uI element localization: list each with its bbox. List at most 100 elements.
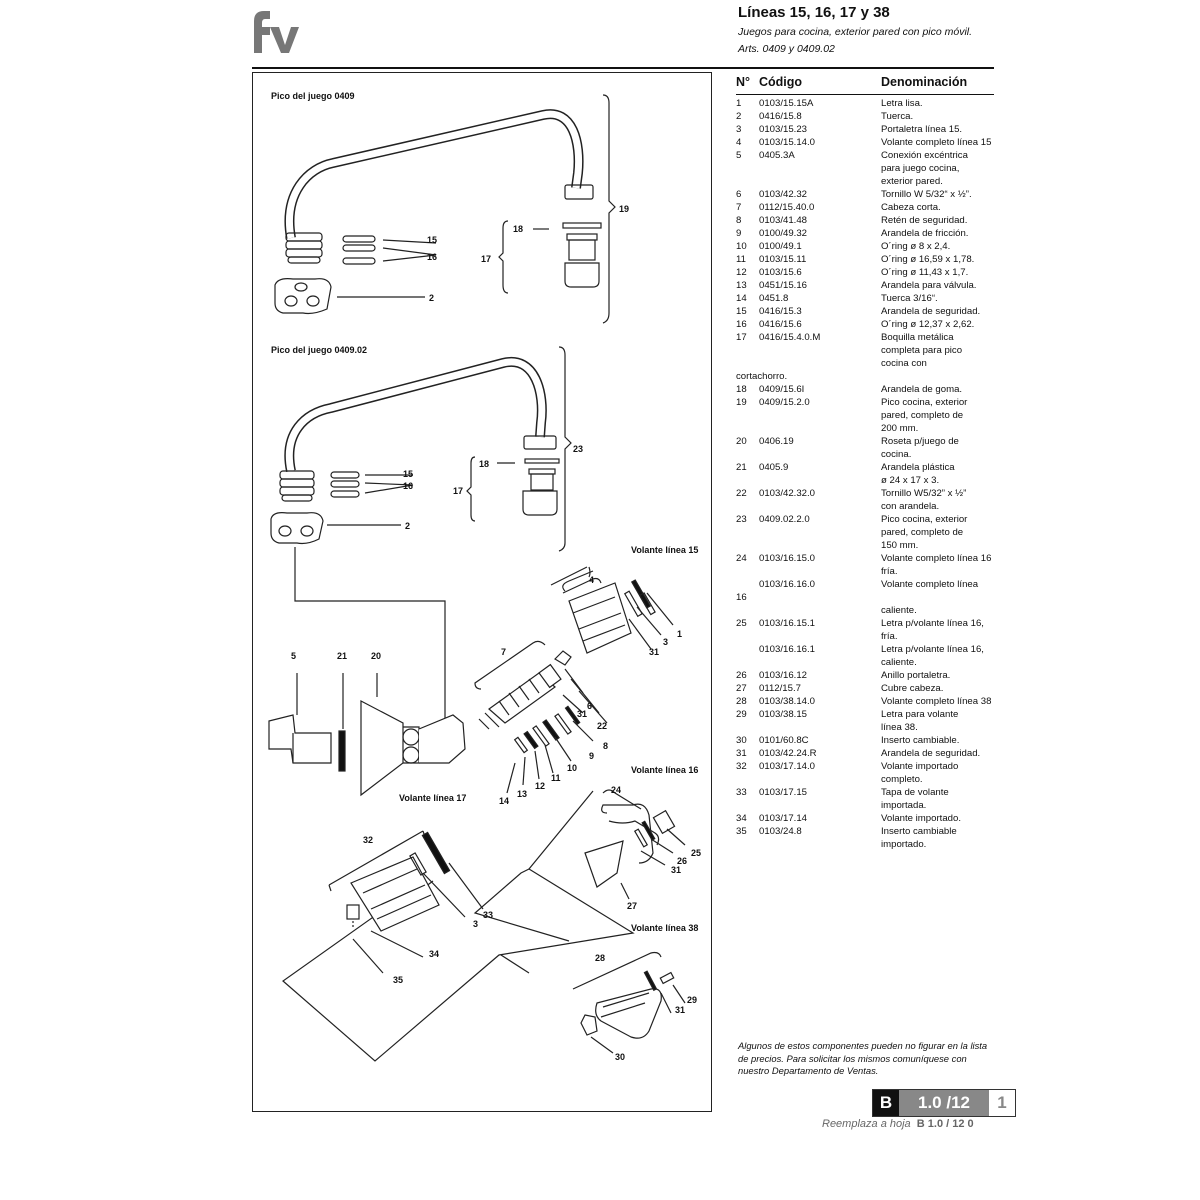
handle-15-box bbox=[568, 582, 632, 654]
cell-n: 13 bbox=[736, 280, 747, 291]
spout-collar bbox=[285, 232, 323, 264]
page-index: 1 bbox=[989, 1090, 1015, 1116]
cell-code: 0103/15.6 bbox=[759, 267, 802, 278]
callout-21: 21 bbox=[337, 651, 347, 661]
callout-28: 28 bbox=[595, 953, 605, 963]
diagram-drawing: Pico del juego 0409 Pico del juego 0409.… bbox=[268, 91, 701, 1062]
page-letter: B bbox=[873, 1090, 899, 1116]
cell-name: fría. bbox=[881, 631, 898, 642]
cell-name: Arandela para válvula. bbox=[881, 280, 977, 291]
spout-0409 bbox=[284, 109, 584, 239]
cell-name: Arandela de goma. bbox=[881, 384, 963, 395]
cell-code: 0103/42.32.0 bbox=[759, 488, 816, 499]
replaces-value: B 1.0 / 12 0 bbox=[916, 1118, 974, 1130]
cell-code: 0409.02.2.0 bbox=[759, 514, 810, 525]
callout-3: 3 bbox=[473, 919, 478, 929]
cell-name: Letra p/volante línea 16, bbox=[881, 644, 984, 655]
callout-23: 23 bbox=[573, 444, 583, 454]
cell-name: Arandela de fricción. bbox=[881, 228, 969, 239]
callout-13: 13 bbox=[517, 789, 527, 799]
cell-name: Retén de seguridad. bbox=[881, 215, 968, 226]
cell-code: 0103/15.14.0 bbox=[759, 137, 816, 148]
cell-n: cortachorro. bbox=[736, 371, 788, 382]
callout-17: 17 bbox=[481, 254, 491, 264]
cell-n: 35 bbox=[736, 826, 747, 837]
cell-name: Boquilla metálica bbox=[881, 332, 954, 343]
cell-n: 28 bbox=[736, 696, 747, 707]
cell-name: pared, completo de bbox=[881, 527, 964, 538]
callout-7: 7 bbox=[501, 647, 506, 657]
section-pico-040902: Pico del juego 0409.02 bbox=[271, 345, 367, 355]
cell-code: 0103/15.23 bbox=[759, 124, 808, 135]
cell-n: 6 bbox=[736, 189, 742, 200]
cell-code: 0409/15.2.0 bbox=[759, 397, 810, 408]
cell-code: 0103/42.32 bbox=[759, 189, 808, 200]
cell-name: para juego cocina, bbox=[881, 163, 960, 174]
cell-code: 0103/42.24.R bbox=[759, 748, 817, 759]
cell-n: 26 bbox=[736, 670, 747, 681]
callout-12: 12 bbox=[535, 781, 545, 791]
callout-5: 5 bbox=[291, 651, 296, 661]
cell-n: 22 bbox=[736, 488, 747, 499]
cell-name: 200 mm. bbox=[881, 423, 919, 434]
cover-27 bbox=[584, 840, 624, 888]
cell-name: Letra p/volante línea 16, bbox=[881, 618, 984, 629]
cell-n: 18 bbox=[736, 384, 747, 395]
cell-code: 0112/15.40.0 bbox=[759, 202, 815, 213]
cell-name: caliente. bbox=[881, 605, 917, 616]
cell-n: 2 bbox=[736, 111, 742, 122]
handle-16 bbox=[601, 803, 654, 864]
section-volante-17: Volante línea 17 bbox=[399, 793, 466, 803]
cell-name: Arandela de seguridad. bbox=[881, 306, 981, 317]
callout-27: 27 bbox=[627, 901, 637, 911]
connection-5 bbox=[268, 714, 332, 764]
cell-n: 1 bbox=[736, 98, 742, 109]
parts-table-header: N° Código Denominación bbox=[736, 74, 994, 95]
callout-31: 31 bbox=[671, 865, 681, 875]
cell-code: 0103/16.16.1 bbox=[759, 644, 816, 655]
cell-name: O´ring ø 12,37 x 2,62. bbox=[881, 319, 975, 330]
callout-32: 32 bbox=[363, 835, 373, 845]
cell-name: Portaletra línea 15. bbox=[881, 124, 963, 135]
callout-34: 34 bbox=[429, 949, 439, 959]
cell-code: 0100/49.1 bbox=[759, 241, 802, 252]
callout-20: 20 bbox=[371, 651, 381, 661]
cell-name: fría. bbox=[881, 566, 898, 577]
callout-22: 22 bbox=[597, 721, 607, 731]
cell-n: 25 bbox=[736, 618, 747, 629]
replaces-sheet: Reemplaza a hoja B 1.0 / 12 0 bbox=[822, 1118, 974, 1130]
callout-2: 2 bbox=[429, 293, 434, 303]
callout-14: 14 bbox=[499, 796, 509, 806]
callout-15: 15 bbox=[427, 235, 437, 245]
cell-name: Tuerca 3/16“. bbox=[881, 293, 938, 304]
cell-n: 7 bbox=[736, 202, 742, 213]
cell-name: cocina con bbox=[881, 358, 927, 369]
cell-name: pared, completo de bbox=[881, 410, 964, 421]
section-volante-16: Volante línea 16 bbox=[631, 765, 698, 775]
cell-n: 30 bbox=[736, 735, 747, 746]
cell-name: Volante completo línea 16 bbox=[881, 553, 992, 564]
cell-n: 34 bbox=[736, 813, 747, 824]
cell-code: 0103/16.15.1 bbox=[759, 618, 816, 629]
cell-code: 0103/17.14.0 bbox=[759, 761, 816, 772]
cell-name: importada. bbox=[881, 800, 927, 811]
insert-30 bbox=[580, 1014, 598, 1036]
replaces-label: Reemplaza a hoja bbox=[822, 1118, 911, 1130]
col-code: Código bbox=[759, 75, 803, 89]
cell-n: 11 bbox=[736, 254, 746, 265]
cell-name: Volante importado. bbox=[881, 813, 962, 824]
callout-1: 1 bbox=[677, 629, 682, 639]
cell-name: cocina. bbox=[881, 449, 912, 460]
exploded-diagram: Pico del juego 0409 Pico del juego 0409.… bbox=[252, 72, 712, 1112]
cell-n: 20 bbox=[736, 436, 747, 447]
cell-name: Inserto cambiable bbox=[881, 826, 957, 837]
cell-name: Tapa de volante bbox=[881, 787, 949, 798]
cell-code: 0112/15.7 bbox=[759, 683, 801, 694]
cell-code: 0103/16.15.0 bbox=[759, 553, 816, 564]
cell-code: 0103/38.15 bbox=[759, 709, 808, 720]
cell-code: 0416/15.6 bbox=[759, 319, 802, 330]
cell-n: 3 bbox=[736, 124, 742, 135]
cell-code: 0416/15.8 bbox=[759, 111, 802, 122]
cell-n: 21 bbox=[736, 462, 747, 473]
callout-3: 3 bbox=[663, 637, 668, 647]
